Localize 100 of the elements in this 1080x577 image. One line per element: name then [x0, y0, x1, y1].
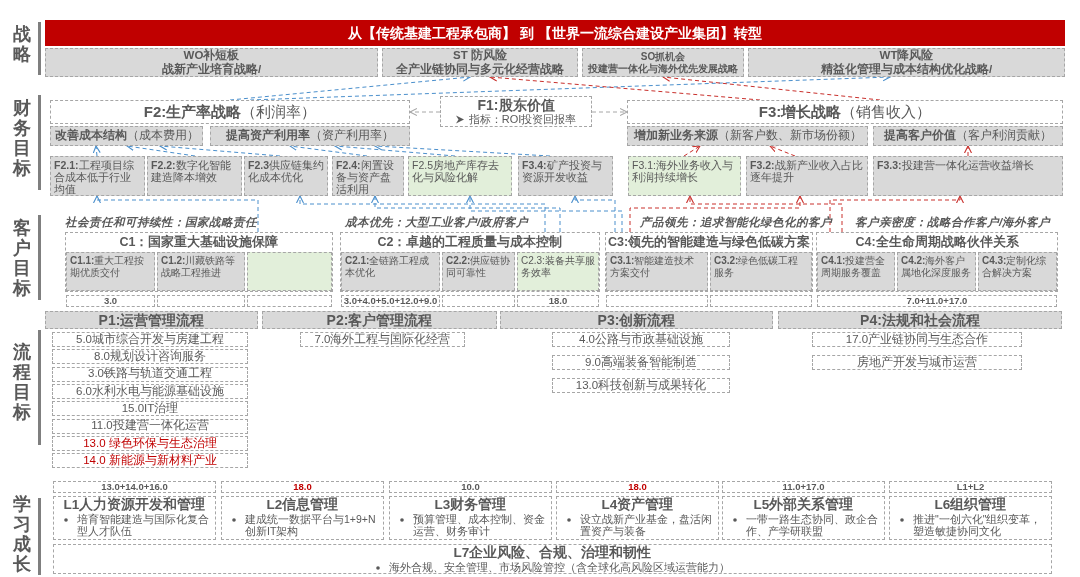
process-item-box — [52, 349, 248, 365]
box-title: 5.0城市综合开发与房建工程 — [76, 332, 224, 347]
capability-box — [722, 496, 885, 540]
box-text: 建成统一数据平台与1+9+N创新IT架构 — [245, 513, 377, 537]
capability-box — [556, 496, 719, 540]
dashed-arrow — [295, 195, 546, 233]
goal-text: C1.1:重大工程按期优质交付 — [70, 255, 146, 278]
box-title: 7.0海外工程与国际化经营 — [314, 332, 451, 347]
dashed-arrow — [769, 144, 796, 157]
box-heading: L6组织管理 — [934, 497, 1007, 513]
box-title: 15.0IT治理 — [121, 402, 179, 416]
strategy-box — [582, 48, 744, 77]
capability-box — [221, 496, 384, 540]
goal-box — [627, 126, 868, 146]
process-header-bar — [262, 311, 497, 329]
goal-text: F2.4:闲置设备与资产盘活利用 — [336, 159, 395, 196]
goal-text: F3.1:海外业务收入与利润持续增长 — [632, 159, 734, 184]
value-cell: 13.0+14.0+16.0 — [53, 481, 216, 493]
box-heading: L1人力资源开发和管理 — [63, 497, 206, 513]
box-title: P3:创新流程 — [597, 311, 676, 329]
goal-box — [147, 156, 242, 196]
goal-box — [897, 252, 976, 291]
box-title: 14.0 新能源与新材料产业 — [83, 454, 217, 468]
dashed-arrow — [963, 145, 973, 157]
value-cell: 3.0 — [66, 295, 155, 307]
goal-box — [442, 252, 515, 291]
box-title: 17.0产业链协同与生态合作 — [845, 332, 989, 347]
segment-heading: 成本优先：大型工业客户/政府客户 — [345, 215, 530, 230]
goal-text: F2.2:数字化智能建造降本增效 — [151, 159, 232, 184]
group-title: C2：卓越的工程质量与成本控制 — [377, 234, 563, 251]
section-label: 客户目标 — [12, 218, 32, 298]
dashed-arrow — [370, 195, 561, 233]
goal-text: C3.2:绿色低碳工程服务 — [714, 255, 800, 278]
goal-box — [50, 156, 145, 196]
goal-text: C4.3:定制化综合解决方案 — [982, 255, 1048, 278]
box-text: 预算管理、成本控制、资金运营、财务审计 — [413, 513, 546, 537]
box-text: 精益化管理与成本结构优化战略/ — [820, 62, 993, 76]
process-item-box — [812, 355, 1022, 370]
value-cell: 3.0+4.0+5.0+12.0+9.0 — [341, 295, 440, 307]
dashed-arrow — [92, 145, 101, 157]
goal-text: C4.1:投建营全周期服务覆盖 — [821, 255, 887, 278]
box-heading: ST 防风险 — [453, 49, 507, 63]
goal-box — [606, 252, 708, 291]
goal-box — [873, 156, 1063, 196]
process-item-box — [52, 332, 248, 347]
goal-box — [710, 252, 812, 291]
section-label: 战略 — [12, 24, 32, 64]
box-title: 4.0公路与市政基础设施 — [579, 332, 703, 347]
value-cell: 18.0 — [221, 481, 384, 493]
goal-box — [518, 156, 613, 196]
value-cell: L1+L2 — [889, 481, 1052, 493]
customer-group-box — [605, 232, 813, 292]
box-title: 11.0投建营一体化运营 — [91, 419, 209, 433]
box-title: 6.0水利水电与能源基础设施 — [76, 384, 224, 398]
strategy-box — [748, 48, 1065, 77]
box-title: 改善成本结构（成本费用） — [54, 129, 199, 143]
goal-text: F2.5房地产库存去化与风险化解 — [412, 159, 500, 184]
box-title: F3:增长战略（销售收入） — [758, 103, 932, 121]
goal-text: C2.2:供应链协同可靠性 — [446, 255, 511, 278]
process-header-bar — [45, 311, 258, 329]
box-title: 3.0铁路与轨道交通工程 — [88, 367, 212, 381]
dashed-arrow — [570, 195, 616, 233]
box-text: 培育智能建造与国际化复合型人才队伍 — [77, 513, 210, 537]
process-item-box — [552, 355, 730, 370]
process-item-box — [552, 378, 730, 393]
dashed-arrow — [591, 107, 628, 117]
goal-header-box — [627, 100, 1063, 124]
box-heading: L4资产管理 — [601, 497, 674, 513]
goal-header-box — [440, 96, 592, 127]
goal-box — [210, 126, 410, 146]
process-item-box — [52, 383, 248, 399]
process-item-box — [52, 453, 248, 469]
box-text: 投建营一体化与海外优先发展战略 — [588, 62, 738, 74]
customer-group-box — [340, 232, 600, 292]
box-title: 提高客户价值（客户利润贡献） — [884, 129, 1052, 143]
box-heading: L2信息管理 — [266, 497, 339, 513]
value-cell: 10.0 — [389, 481, 552, 493]
process-header-bar — [500, 311, 773, 329]
strategy-box — [382, 48, 578, 77]
box-heading: WT降风险 — [879, 49, 934, 63]
dashed-arrow — [685, 195, 843, 233]
dashed-arrow — [629, 195, 805, 233]
process-header-bar — [778, 311, 1062, 329]
box-title: 增加新业务来源（新客户数、新市场份额） — [633, 129, 862, 143]
goal-text: C4.2:海外客户属地化深度服务 — [901, 255, 972, 278]
goal-box — [66, 252, 155, 291]
goal-box — [408, 156, 512, 196]
box-text: 推进"一创六化"组织变革，塑造敏捷协同文化 — [913, 513, 1043, 537]
capability-box — [889, 496, 1052, 540]
segment-heading: 客户亲密度：战略合作客户/海外客户 — [855, 215, 1052, 230]
process-item-box — [52, 366, 248, 382]
group-title: C1：国家重大基础设施保障 — [119, 233, 279, 251]
section-label: 学习成长 — [12, 494, 32, 574]
box-title: F2:生产率战略（利润率） — [143, 103, 317, 121]
box-text: 指标：ROI投资回报率 — [468, 113, 577, 125]
box-text: 战新产业培育战略/ — [161, 62, 262, 76]
goal-text: C2.1:全链路工程成本优化 — [345, 255, 431, 278]
box-text: 设立战新产业基金，盘活闲置资产与装备 — [580, 513, 713, 537]
goal-text: F3.2:战新产业收入占比逐年提升 — [750, 159, 864, 184]
value-cell: 11.0+17.0 — [722, 481, 885, 493]
